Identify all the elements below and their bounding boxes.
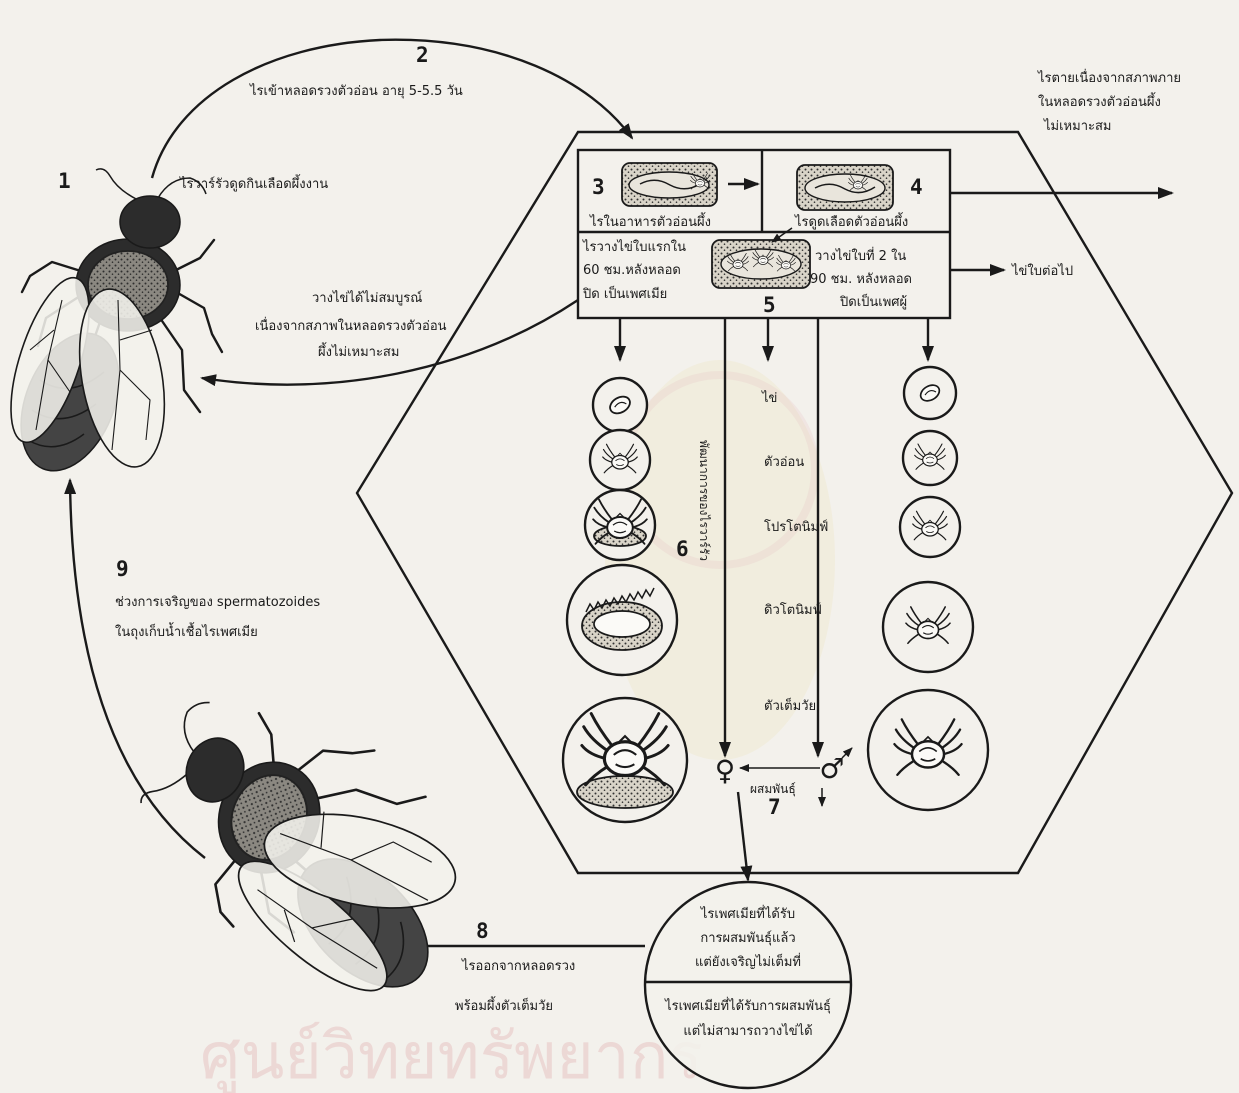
female-protonymph-stage (585, 490, 655, 560)
second-egg-line-1: วางไข่ใบที่ 2 ใน (815, 247, 906, 264)
development-label: พัฒนาการของไรวาร์รัว (697, 440, 711, 561)
male-symbol: ♂ (819, 752, 844, 785)
step9-line-1: ช่วงการเจริญของ spermatozoides (115, 595, 320, 610)
stage-label-larva: ตัวอ่อน (764, 455, 804, 470)
step2-label: ไรเข้าหลอดรวงตัวอ่อน อายุ 5-5.5 วัน (249, 83, 463, 99)
first-egg-line-1: ไรวางไข่ใบแรกใน (582, 239, 686, 255)
first-egg-line-2: 60 ชม.หลังหลอด (583, 263, 681, 278)
brood-cell-3 (622, 163, 717, 206)
female-egg-stage (593, 378, 647, 432)
step9-line-2: ในถุงเก็บน้ำเชื้อไรเพศเมีย (115, 622, 258, 640)
male-adult-stage (868, 690, 988, 810)
male-deutonymph-stage (883, 582, 973, 672)
cell3-label: ไรในอาหารตัวอ่อนผึ้ง (589, 212, 711, 230)
incomplete-laying-line-3: ผึ้งไม่เหมาะสม (318, 342, 400, 360)
step-number-4: 4 (910, 175, 923, 199)
female-deutonymph-stage (567, 565, 677, 675)
incomplete-laying-line-2: เนื่องจากสภาพในหลอดรวงตัวอ่อน (255, 317, 447, 334)
incomplete-laying-line-1: วางไข่ได้ไม่สมบูรณ์ (312, 290, 422, 306)
next-egg-label: ไข่ใบต่อไป (1011, 263, 1073, 279)
step-number-8: 8 (476, 919, 489, 943)
female-adult-stage (563, 698, 687, 822)
first-egg-line-3: ปิด เป็นเพศเมีย (582, 284, 667, 302)
mated-female-top-line-2: การผสมพันธุ์แล้ว (700, 930, 795, 946)
step1-label: ไรวาร์รัวดูดกินเลือดผึ้งงาน (179, 174, 328, 192)
step-number-1: 1 (58, 169, 71, 193)
step8-line-1: ไรออกจากหลอดรวง (461, 958, 575, 974)
female-larva-stage (590, 430, 650, 490)
mite-death-line-3: ไม่เหมาะสม (1043, 118, 1111, 134)
step-number-5: 5 (763, 293, 776, 317)
mated-female-bottom-line-2: แต่ไม่สามารถวางไข่ได้ (683, 1023, 812, 1039)
step8-line-2: พร้อมผึ้งตัวเต็มวัย (455, 996, 553, 1014)
stage-label-adult: ตัวเต็มวัย (764, 696, 816, 714)
mite-death-line-1: ไรตายเนื่องจากสภาพภาย (1037, 69, 1181, 86)
second-egg-line-2: 90 ชม. หลังหลอด (810, 272, 912, 287)
mated-female-bottom-line-1: ไรเพศเมียที่ได้รับการผสมพันธุ์ (664, 997, 831, 1014)
brood-cell-5 (712, 240, 810, 288)
second-egg-line-3: ปิดเป็นเพศผู้ (839, 292, 907, 310)
mated-female-top-line-3: แต่ยังเจริญไม่เต็มที่ (695, 952, 801, 970)
male-larva-stage (903, 431, 957, 485)
cell4-label: ไรดูดเลือดตัวอ่อนผึ้ง (794, 212, 908, 230)
mating-label: ผสมพันธุ์ (750, 782, 796, 797)
stage-label-egg: ไข่ (761, 390, 777, 406)
female-symbol: ♀ (715, 754, 736, 787)
stage-label-deutonymph: ดิวโตนิมฟ์ (764, 602, 822, 618)
step-number-7: 7 (768, 795, 781, 819)
stage-label-protonymph: โปรโตนิมฟ์ (764, 519, 828, 535)
mated-female-top-line-1: ไรเพศเมียที่ได้รับ (700, 905, 795, 922)
step-number-6: 6 (676, 537, 689, 561)
step-number-2: 2 (416, 43, 429, 67)
mite-death-line-2: ในหลอดรวงตัวอ่อนผึ้ง (1038, 92, 1161, 110)
watermark-text: ศูนย์วิทยทรัพยากร (200, 1020, 703, 1093)
male-protonymph-stage (900, 497, 960, 557)
brood-cell-4 (797, 165, 893, 210)
step-number-3: 3 (592, 175, 605, 199)
male-egg-stage (904, 367, 956, 419)
step-number-9: 9 (116, 557, 129, 581)
